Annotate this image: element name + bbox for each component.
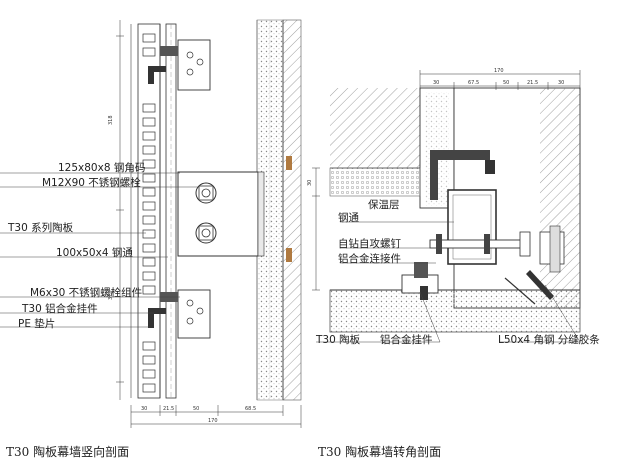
right-top-dimensions: 30 67.5 50 21.5 30 170: [419, 68, 581, 90]
panel-slot: [142, 215, 156, 225]
caption-left: T30 陶板幕墙竖向剖面: [6, 445, 130, 459]
panel-slot: [142, 103, 156, 113]
wall-pad-lower: [286, 248, 292, 262]
hanger-top: [148, 39, 211, 91]
panel-slot: [142, 285, 156, 295]
label-bolt-assembly: M6x30 不锈钢螺栓组件: [30, 287, 143, 299]
dim-h1: 318: [108, 115, 114, 125]
label-connector: 铝合金连接件: [338, 253, 401, 265]
label-insulation: 保温层: [368, 199, 400, 211]
dim-b1: 30: [141, 406, 147, 412]
right-insulation-band: [329, 167, 421, 197]
dim-h2: 318: [108, 290, 114, 300]
dim-t6: 30: [307, 180, 313, 186]
bolt-horizontal: [429, 231, 531, 257]
label-pe-pad: PE 垫片: [18, 318, 56, 330]
caption-right: T30 陶板幕墙转角剖面: [318, 445, 442, 459]
panel-slot: [142, 383, 156, 393]
label-steel-tube-left: 100x50x4 钢通: [56, 247, 133, 259]
aluminum-connector: [539, 225, 565, 273]
panel-slot: [142, 145, 156, 155]
panel-slot: [142, 159, 156, 169]
panel-slot: [142, 131, 156, 141]
panel-slot: [142, 229, 156, 239]
panel-slot: [142, 173, 156, 183]
bolt-upper: [195, 182, 217, 204]
label-angle-sealant: L50x4 角钢 分缝胶条: [498, 334, 600, 346]
dim-t2: 67.5: [468, 80, 479, 86]
panel-slot: [142, 271, 156, 281]
label-hanger-left: T30 铝合金挂件: [22, 303, 98, 315]
dim-t1: 30: [433, 80, 439, 86]
panel-slot: [142, 257, 156, 267]
panel-slot: [142, 355, 156, 365]
panel-slot: [142, 117, 156, 127]
steel-angle-code: [177, 171, 259, 257]
label-steel-tube-right: 钢通: [338, 212, 359, 224]
dim-t4: 21.5: [527, 80, 538, 86]
dim-t3: 50: [503, 80, 509, 86]
wall-pad-upper: [286, 156, 292, 170]
left-concrete-wall: [282, 19, 302, 401]
right-concrete-top: [330, 88, 420, 168]
left-vertical-section: 318 318 30 21.5 50 68.5 170: [0, 19, 302, 428]
right-leaders: [316, 221, 581, 343]
panel-slot: [142, 201, 156, 211]
left-vertical-dimension: 318 318: [108, 20, 124, 400]
right-corner-section: 30 67.5 50 21.5 30 170 30: [307, 68, 581, 343]
panel-slot: [142, 369, 156, 379]
angle-steel: [526, 270, 554, 300]
dim-t5: 30: [558, 80, 564, 86]
dim-b2: 21.5: [163, 406, 174, 412]
dim-total: 170: [208, 418, 218, 424]
label-panel-right: T30 陶板: [316, 334, 361, 346]
bolt-lower: [195, 222, 217, 244]
dim-b4: 68.5: [245, 406, 256, 412]
panel-slot: [142, 341, 156, 351]
panel-slot: [142, 187, 156, 197]
label-panel-series: T30 系列陶板: [8, 222, 74, 234]
panel-slot: [142, 47, 156, 57]
label-bolt: M12X90 不锈钢螺栓: [42, 177, 141, 189]
right-left-dimensions: 30: [307, 167, 320, 291]
dim-total-top: 170: [494, 68, 504, 74]
dim-b3: 50: [193, 406, 199, 412]
left-bottom-dimensions: 30 21.5 50 68.5 170: [130, 405, 302, 428]
left-leaders: [0, 172, 198, 328]
label-hanger-right: 铝合金挂件: [380, 334, 433, 346]
label-angle-code: 125x80x8 钢角码: [58, 162, 146, 174]
panel-slot: [142, 243, 156, 253]
right-concrete-slab: [329, 289, 581, 333]
label-screw: 自钻自攻螺钉: [338, 238, 401, 250]
panel-slots: [142, 33, 156, 393]
aluminum-hanger: [401, 262, 439, 300]
panel-slot: [142, 33, 156, 43]
